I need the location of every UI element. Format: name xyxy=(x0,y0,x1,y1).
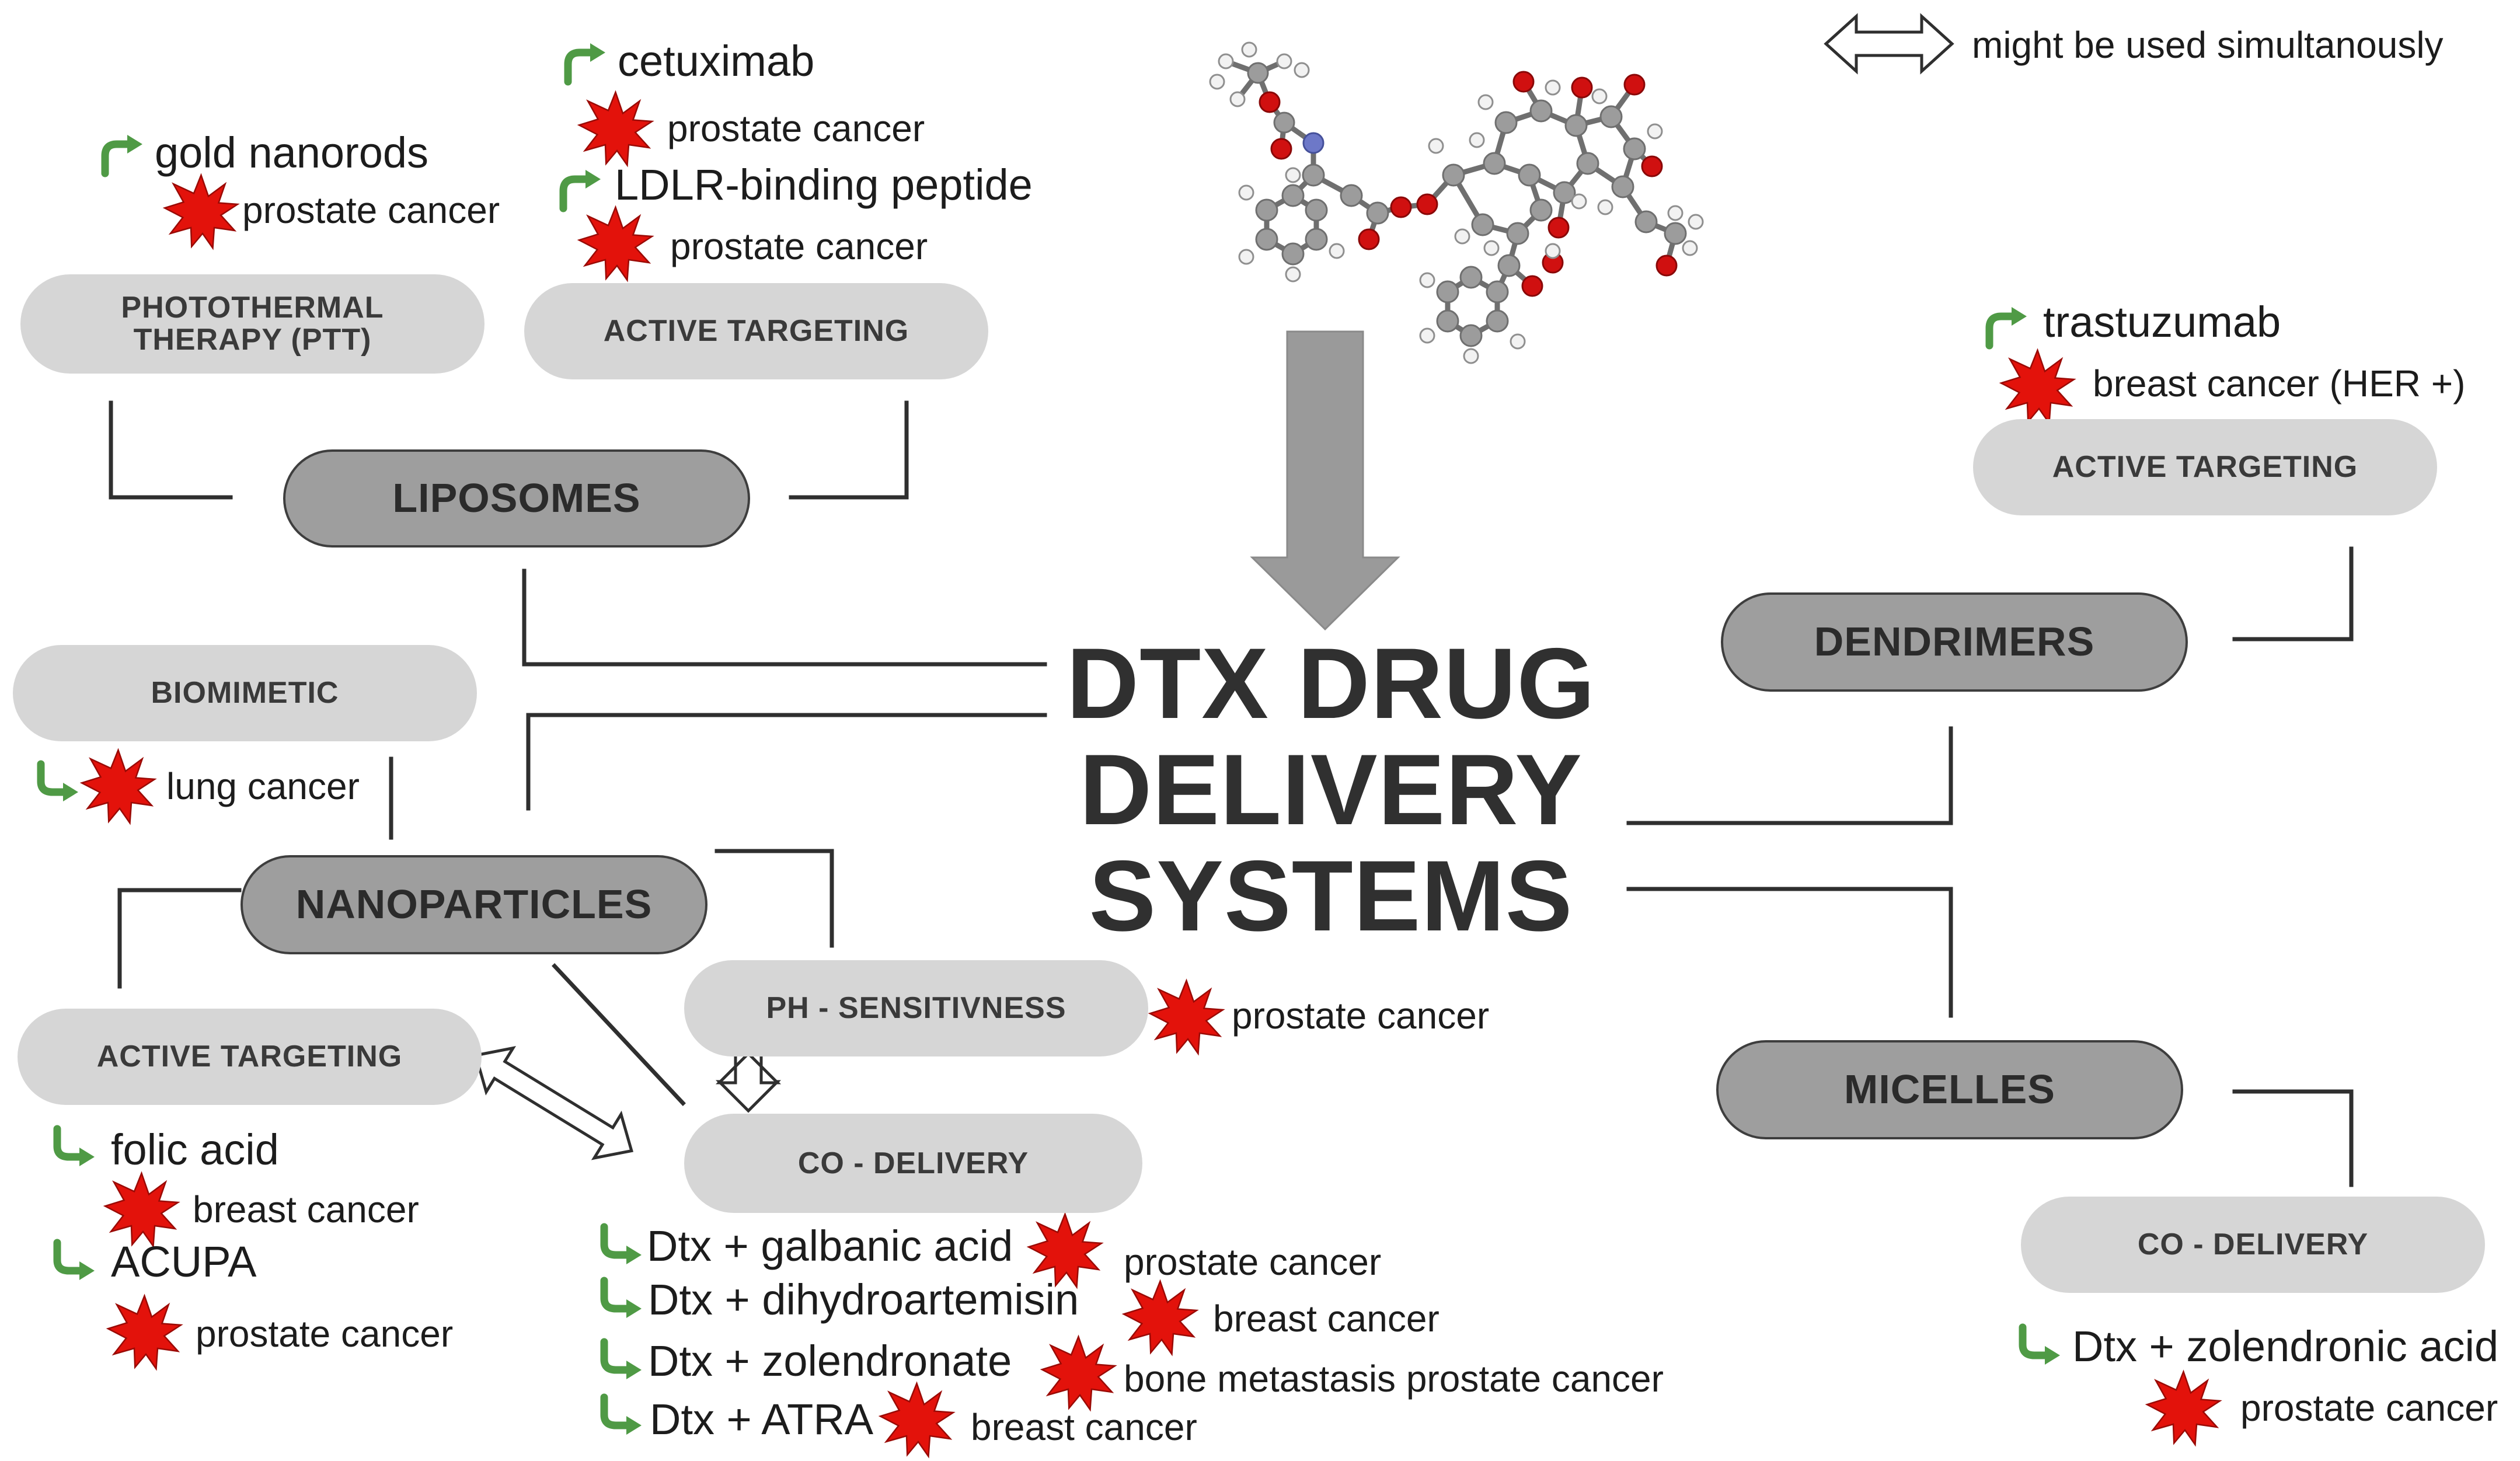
burst-icon xyxy=(879,1382,954,1457)
double-arrow-icon-diagonal xyxy=(473,1046,634,1160)
line-liposome-ptt xyxy=(109,400,233,500)
liposome-cancer-2: prostate cancer xyxy=(670,225,928,267)
codelivery-agent-2: Dtx + dihydroartemisin xyxy=(648,1275,1079,1324)
line-liposomes-center xyxy=(522,569,1047,667)
codelivery-cancer-1: prostate cancer xyxy=(1124,1241,1382,1283)
micelles-node: MICELLES xyxy=(1716,1040,2183,1139)
dendrimers-node: DENDRIMERS xyxy=(1721,592,2188,692)
codelivery-agent-3: Dtx + zolendronate xyxy=(648,1337,1012,1385)
micelle-cancer: prostate cancer xyxy=(2240,1387,2498,1429)
liposome-active-node: ACTIVE TARGETING xyxy=(524,283,988,379)
micelle-codelivery-node: CO - DELIVERY xyxy=(2021,1197,2485,1293)
ptt-cancer: prostate cancer xyxy=(242,189,500,231)
down-arrow-icon xyxy=(1250,330,1400,631)
curved-arrow-icon xyxy=(568,43,605,82)
codelivery-cancer-4: breast cancer xyxy=(971,1406,1197,1448)
burst-icon xyxy=(1123,1280,1198,1355)
line-center-micelles xyxy=(1626,887,1953,1018)
title-line-3: SYSTEMS xyxy=(1089,840,1573,952)
burst-icon xyxy=(1149,979,1224,1055)
burst-icon xyxy=(2000,349,2075,424)
codelivery-agent-1: Dtx + galbanic acid xyxy=(647,1222,1013,1270)
np-cancer-2: prostate cancer xyxy=(196,1313,454,1355)
line-center-dendrimers xyxy=(1626,726,1953,825)
burst-icon xyxy=(104,1172,179,1247)
curved-arrow-icon xyxy=(604,1227,642,1264)
codelivery-agent-4: Dtx + ATRA xyxy=(650,1395,874,1443)
ph-node: PH - SENSITIVNESS xyxy=(684,960,1148,1056)
burst-icon xyxy=(1041,1336,1116,1411)
codelivery-cancer-3: bone metastasis prostate cancer xyxy=(1124,1358,1664,1400)
ptt-agent: gold nanorods xyxy=(155,128,429,177)
np-active-node: ACTIVE TARGETING xyxy=(18,1009,482,1105)
diagram-title: DTX DRUG DELIVERY SYSTEMS xyxy=(1039,630,1623,949)
line-np-codelivery xyxy=(552,963,686,1106)
biomimetic-node: BIOMIMETIC xyxy=(13,645,477,741)
line-micelles-codelivery xyxy=(2232,1089,2354,1187)
curved-arrow-icon xyxy=(57,1129,95,1166)
curved-arrow-icon xyxy=(41,764,78,801)
burst-icon xyxy=(107,1295,182,1370)
np-codelivery-node: CO - DELIVERY xyxy=(684,1114,1142,1213)
liposomes-node: LIPOSOMES xyxy=(283,449,750,548)
line-nanoparticles-center xyxy=(526,713,1047,811)
micelle-agent: Dtx + zolendronic acid xyxy=(2072,1322,2499,1371)
ph-cancer: prostate cancer xyxy=(1232,995,1490,1037)
np-agent-1: folic acid xyxy=(111,1125,279,1174)
double-arrow-icon xyxy=(1824,13,1954,75)
title-line-2: DELIVERY xyxy=(1079,734,1583,846)
liposome-agent-1: cetuximab xyxy=(618,37,815,85)
burst-icon xyxy=(2146,1371,2221,1446)
biomimetic-cancer: lung cancer xyxy=(166,765,360,807)
molecule-icon xyxy=(1209,41,1704,364)
burst-icon xyxy=(578,206,653,281)
title-line-1: DTX DRUG xyxy=(1066,627,1596,740)
line-liposome-active xyxy=(789,400,909,500)
burst-icon xyxy=(578,91,653,166)
ptt-node: PHOTOTHERMAL THERAPY (PTT) xyxy=(20,274,485,374)
curved-arrow-icon xyxy=(2023,1327,2060,1365)
line-dendrimers-active xyxy=(2232,546,2354,641)
curved-arrow-icon xyxy=(105,135,142,173)
nanoparticles-node: NANOPARTICLES xyxy=(241,855,707,954)
burst-icon xyxy=(163,174,239,249)
curved-arrow-icon xyxy=(563,170,601,208)
dendrimer-cancer: breast cancer (HER +) xyxy=(2093,362,2466,405)
curved-arrow-icon xyxy=(604,1281,642,1318)
curved-arrow-icon xyxy=(604,1342,642,1379)
liposome-cancer-1: prostate cancer xyxy=(667,107,925,149)
curved-arrow-icon xyxy=(604,1397,642,1435)
burst-icon xyxy=(81,749,156,824)
line-np-active xyxy=(117,888,242,989)
dendrimer-active-node: ACTIVE TARGETING xyxy=(1973,419,2437,515)
liposome-agent-2: LDLR-binding peptide xyxy=(615,161,1033,209)
curved-arrow-icon xyxy=(1989,307,2027,346)
curved-arrow-icon xyxy=(57,1243,95,1280)
np-agent-2: ACUPA xyxy=(111,1237,257,1286)
dendrimer-agent: trastuzumab xyxy=(2043,298,2281,346)
codelivery-cancer-2: breast cancer xyxy=(1213,1298,1439,1340)
line-np-ph xyxy=(714,849,834,948)
legend-text: might be used simultanously xyxy=(1972,24,2444,66)
np-cancer-1: breast cancer xyxy=(193,1188,419,1230)
